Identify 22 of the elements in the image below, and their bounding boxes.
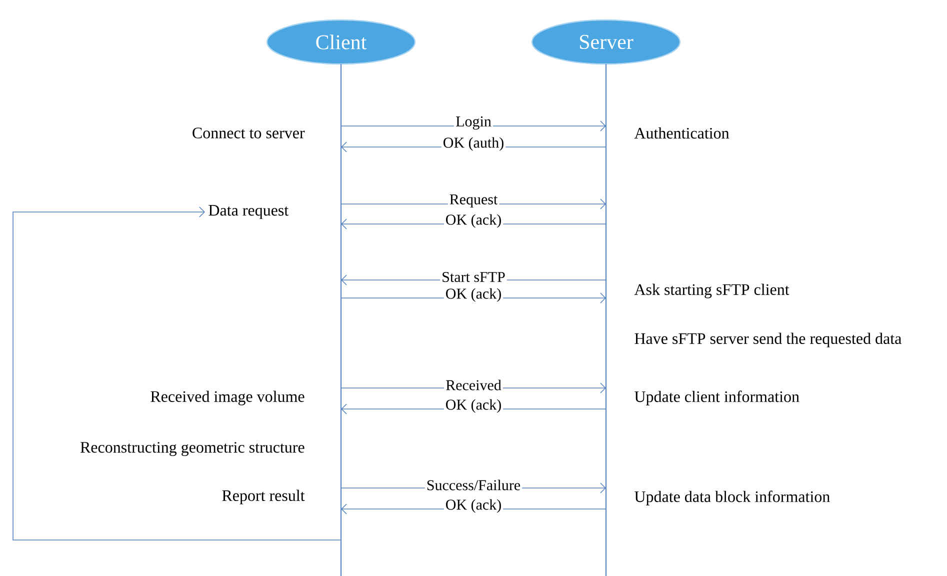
edge-label: OK (ack) [444, 212, 504, 230]
edge-label: Start sFTP [440, 270, 507, 284]
edge-label: Request [448, 193, 500, 209]
step-text: Update client information [634, 390, 800, 406]
step-text: Ask starting sFTP client [634, 284, 790, 298]
edge-label: OK (ack) [444, 398, 504, 414]
step-text: Have sFTP server send the requested data [634, 332, 902, 348]
edge-label: OK (ack) [444, 498, 504, 514]
step-text: Authentication [634, 127, 730, 139]
loop-arrow [12, 206, 341, 540]
step-text: Report result [222, 490, 305, 504]
edge-label: Success/Failure [424, 478, 522, 492]
edge-label: Received [444, 378, 503, 392]
edge-label: OK (auth) [441, 136, 506, 152]
edge-label: Login [454, 114, 493, 132]
step-text: Data request [208, 205, 289, 219]
lifeline [340, 64, 342, 576]
edge-label: OK (ack) [444, 286, 504, 304]
step-text: Received image volume [150, 390, 304, 406]
step-text: Connect to server [192, 128, 305, 138]
step-text: Reconstructing geometric structure [80, 442, 304, 456]
step-text: Update data block information [634, 490, 830, 506]
